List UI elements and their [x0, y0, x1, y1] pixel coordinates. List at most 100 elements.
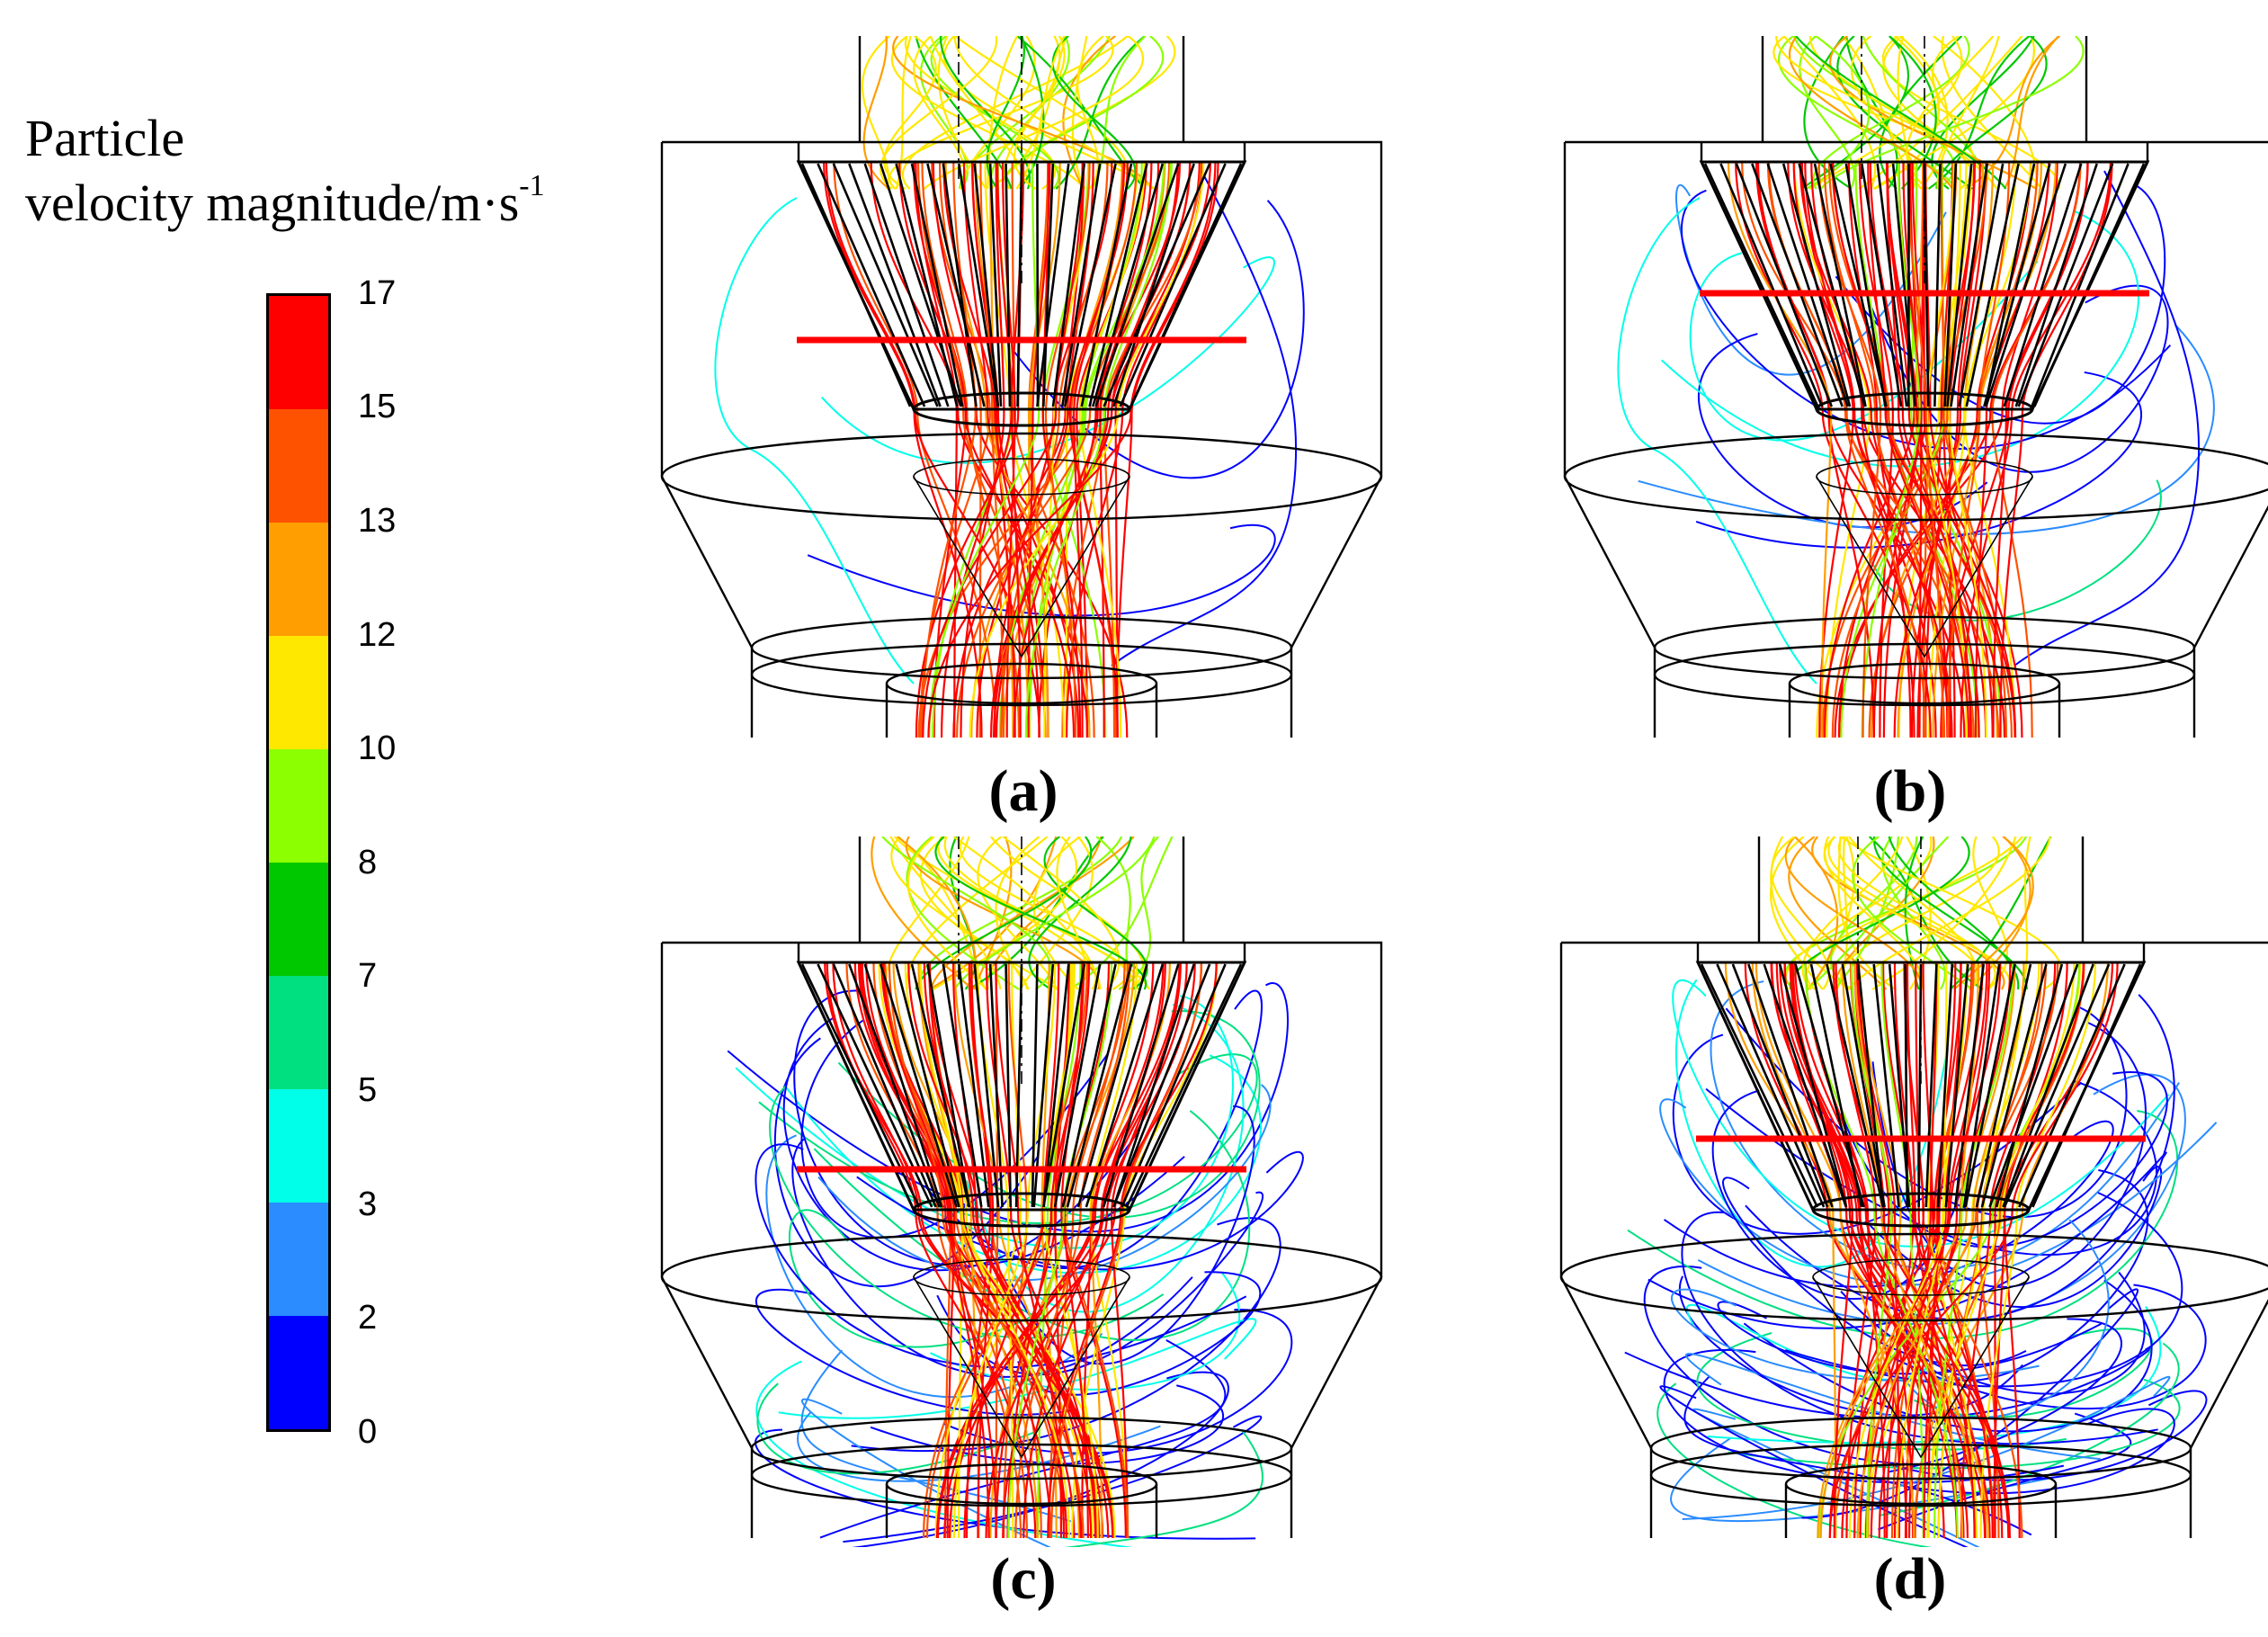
streamline — [1043, 836, 1148, 990]
streamline — [953, 962, 1080, 1539]
streamline — [1870, 962, 1988, 1539]
streamline — [890, 36, 1085, 190]
streamline — [856, 1150, 1304, 1271]
streamline — [1032, 836, 1081, 990]
streamline — [1015, 36, 1066, 190]
streamline — [819, 1339, 1227, 1539]
cyclone-wireframe — [1563, 36, 2268, 738]
vane-blade — [1036, 163, 1040, 407]
wireframe-edge — [1563, 432, 2268, 522]
streamline — [1874, 36, 1940, 190]
streamline — [1850, 36, 1917, 190]
streamline — [1744, 962, 1987, 1539]
streamline — [1789, 962, 1959, 1539]
streamline — [1907, 962, 1962, 1539]
streamline — [755, 1360, 1134, 1547]
vane-blade — [1719, 163, 1824, 407]
streamline — [930, 836, 1135, 990]
streamline — [1910, 161, 1987, 738]
vane-blade — [1119, 163, 1227, 407]
vane-blade — [1953, 963, 1986, 1208]
streamline — [1882, 36, 1998, 190]
vane-blade — [1962, 963, 2001, 1208]
streamline — [1638, 324, 2215, 535]
streamline — [1850, 962, 1893, 1539]
wireframe-edge — [660, 943, 754, 1538]
streamline — [1855, 962, 1901, 1539]
vane-blade — [910, 163, 964, 407]
streamline — [1041, 161, 1082, 738]
vane-blade — [895, 163, 959, 407]
vane-blade — [1975, 963, 2032, 1208]
streamline — [1871, 836, 2017, 990]
streamline — [921, 161, 977, 738]
streamline — [1055, 36, 1146, 190]
streamline — [1880, 962, 1924, 1539]
vane-blade — [1983, 163, 2051, 407]
streamline — [1769, 836, 1824, 990]
streamline — [1904, 962, 1938, 1539]
vane-blade — [1809, 963, 1863, 1208]
streamline — [1683, 1375, 2032, 1536]
streamline — [727, 982, 1289, 1233]
vane-blade — [2003, 963, 2111, 1208]
streamline — [1927, 962, 1957, 1539]
streamline — [1886, 1284, 2207, 1410]
wireframe-edge — [1649, 1416, 2192, 1480]
streamline-plot — [1559, 836, 2268, 1547]
vane-blade — [1716, 963, 1826, 1208]
vane-blade — [1813, 163, 1867, 407]
vane-blade — [1700, 963, 1819, 1208]
vane-blade — [1984, 163, 2036, 407]
wireframe-edge — [913, 476, 1130, 658]
vane-blade — [1829, 163, 1888, 407]
streamline — [1680, 189, 2172, 450]
streamline-plot — [660, 36, 1383, 738]
colorbar-tick-label: 5 — [358, 1071, 378, 1109]
vane-blade — [2017, 163, 2114, 407]
streamline — [976, 161, 1094, 738]
streamline — [895, 36, 912, 190]
streamline — [1017, 1271, 1262, 1396]
streamline — [912, 161, 1076, 738]
streamline — [1056, 836, 1086, 990]
streamline — [1946, 161, 2011, 738]
streamline — [933, 836, 1077, 990]
streamline — [969, 161, 1205, 738]
vane-blade — [926, 163, 986, 407]
streamline — [1807, 836, 1950, 990]
vane-blade — [1965, 163, 2020, 407]
streamline — [2004, 36, 2060, 190]
vane-blade — [1995, 963, 2064, 1208]
streamline — [1805, 836, 2023, 990]
streamline — [1816, 161, 1968, 738]
streamline — [1711, 1089, 1979, 1301]
streamline — [1823, 161, 1946, 738]
streamline — [1960, 962, 2057, 1539]
streamline — [1788, 836, 1888, 990]
streamline — [1827, 836, 2012, 990]
colorbar-title: Particle velocity magnitude/m·s-1 — [25, 106, 545, 236]
streamline — [1013, 161, 1153, 738]
wireframe-edge — [1816, 476, 2033, 658]
streamline — [1992, 161, 2089, 738]
panel-label-a: (a) — [988, 758, 1058, 824]
streamline — [1928, 161, 2017, 738]
streamline — [1881, 836, 1946, 990]
vane-blade — [942, 163, 978, 407]
streamline — [1840, 1271, 2146, 1395]
wireframe-edge — [750, 615, 1293, 680]
streamline-panel-b — [1522, 36, 2268, 747]
vane-blade — [1778, 963, 1848, 1208]
streamline — [1941, 36, 2043, 190]
streamline — [942, 1309, 1293, 1454]
wireframe-edge — [1563, 142, 1656, 738]
vane-blade — [1943, 163, 1958, 407]
streamline — [800, 1349, 1072, 1523]
streamline — [1933, 36, 2038, 190]
streamline — [1008, 1105, 1255, 1365]
vane-blade — [1980, 963, 2048, 1208]
vane-blade — [1080, 163, 1133, 407]
colorbar-tick-label: 7 — [358, 957, 378, 995]
vane-blade — [863, 163, 950, 407]
